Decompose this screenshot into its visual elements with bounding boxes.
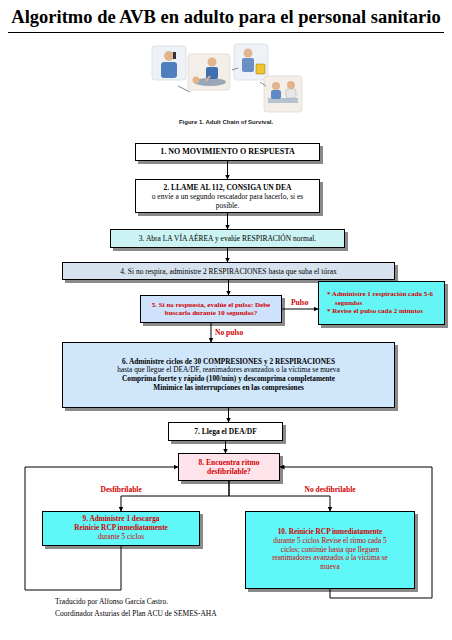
flow-connector — [282, 309, 318, 310]
page-title: Algoritmo de AVB en adulto para el perso… — [6, 6, 446, 28]
node-text: * Administre 1 respiración cada 5-6 segu… — [327, 290, 439, 307]
footer-note: Coordinador Asturias del Plan ACU de SEM… — [55, 609, 217, 618]
node-text: 9. Administre 1 descarga — [48, 515, 194, 524]
note-box: * Administre 1 respiración cada 5-6 segu… — [318, 281, 445, 325]
step-box: 7. Llega el DEA/DF — [168, 422, 283, 441]
node-text: Reinicie RCP inmediatamente — [48, 524, 194, 533]
edge-label: No pulso — [215, 328, 243, 337]
title-rule — [8, 32, 444, 33]
edge-label: No desfibrilable — [305, 485, 356, 494]
decision-box: 8. Encuentra ritmo desfibrilable? — [178, 453, 280, 481]
figure-caption: Figure 1. Adult Chain of Survival. — [126, 119, 326, 125]
flow-connector — [211, 323, 212, 342]
step-box: 2. LLAME AL 112, CONSIGA UN DEAo envíe a… — [135, 179, 320, 213]
edge-label: Pulso — [291, 298, 309, 307]
node-text: hasta que llegue el DEA/DF, reanimadores… — [113, 366, 344, 375]
node-text: 8. Encuentra ritmo desfibrilable? — [184, 458, 274, 476]
decision-box: 5. Si no respuesta, evalúe el pulso: Deb… — [140, 295, 282, 323]
edge-label: Desfibrilable — [101, 485, 142, 494]
node-text: durante 5 ciclos Revise el ritmo cada 5 … — [264, 537, 396, 572]
step-box: 3. Abra LA VÍA AÉREA y evalúe RESPIRACIÓ… — [110, 229, 345, 248]
node-text: * Revise el pulso cada 2 minutos — [327, 307, 439, 315]
node-text: 4. Si no respira, administre 2 RESPIRACI… — [68, 267, 389, 276]
chain-illustration — [148, 40, 304, 118]
flow-connector — [228, 408, 229, 422]
node-text: 10. Reinicie RCP inmediatamente — [264, 528, 396, 537]
flow-connector — [225, 441, 226, 453]
node-text: Minimice las interrupciones en las compr… — [113, 384, 344, 393]
node-text: 1. NO MOVIMIENTO O RESPUESTA — [141, 147, 314, 157]
flow-connector — [227, 161, 228, 179]
node-text: 7. Llega el DEA/DF — [174, 427, 277, 436]
node-text: durante 5 ciclos — [48, 533, 194, 542]
action-box: 10. Reinicie RCP inmediatamentedurante 5… — [245, 511, 415, 589]
node-text: 2. LLAME AL 112, CONSIGA UN DEA — [141, 183, 314, 192]
action-box: 9. Administre 1 descargaReinicie RCP inm… — [42, 511, 200, 546]
node-text: 6. Administre ciclos de 30 COMPRESIONES … — [113, 358, 344, 367]
node-text: 3. Abra LA VÍA AÉREA y evalúe RESPIRACIÓ… — [116, 234, 339, 243]
step-box: 1. NO MOVIMIENTO O RESPUESTA — [135, 143, 320, 161]
step-box: 6. Administre ciclos de 30 COMPRESIONES … — [62, 342, 395, 408]
node-text: 5. Si no respuesta, evalúe el pulso: Deb… — [146, 301, 276, 318]
flow-connector — [227, 213, 228, 229]
flow-connector — [227, 248, 228, 262]
step-box: 4. Si no respira, administre 2 RESPIRACI… — [62, 262, 395, 280]
footer-note: Traducido por Alfonso García Castro. — [55, 597, 168, 606]
flow-connector — [228, 280, 229, 295]
node-text: o envíe a un segundo rescatador para hac… — [141, 192, 314, 210]
node-text: Comprima fuerte y rápido (100/min) y des… — [113, 375, 344, 384]
